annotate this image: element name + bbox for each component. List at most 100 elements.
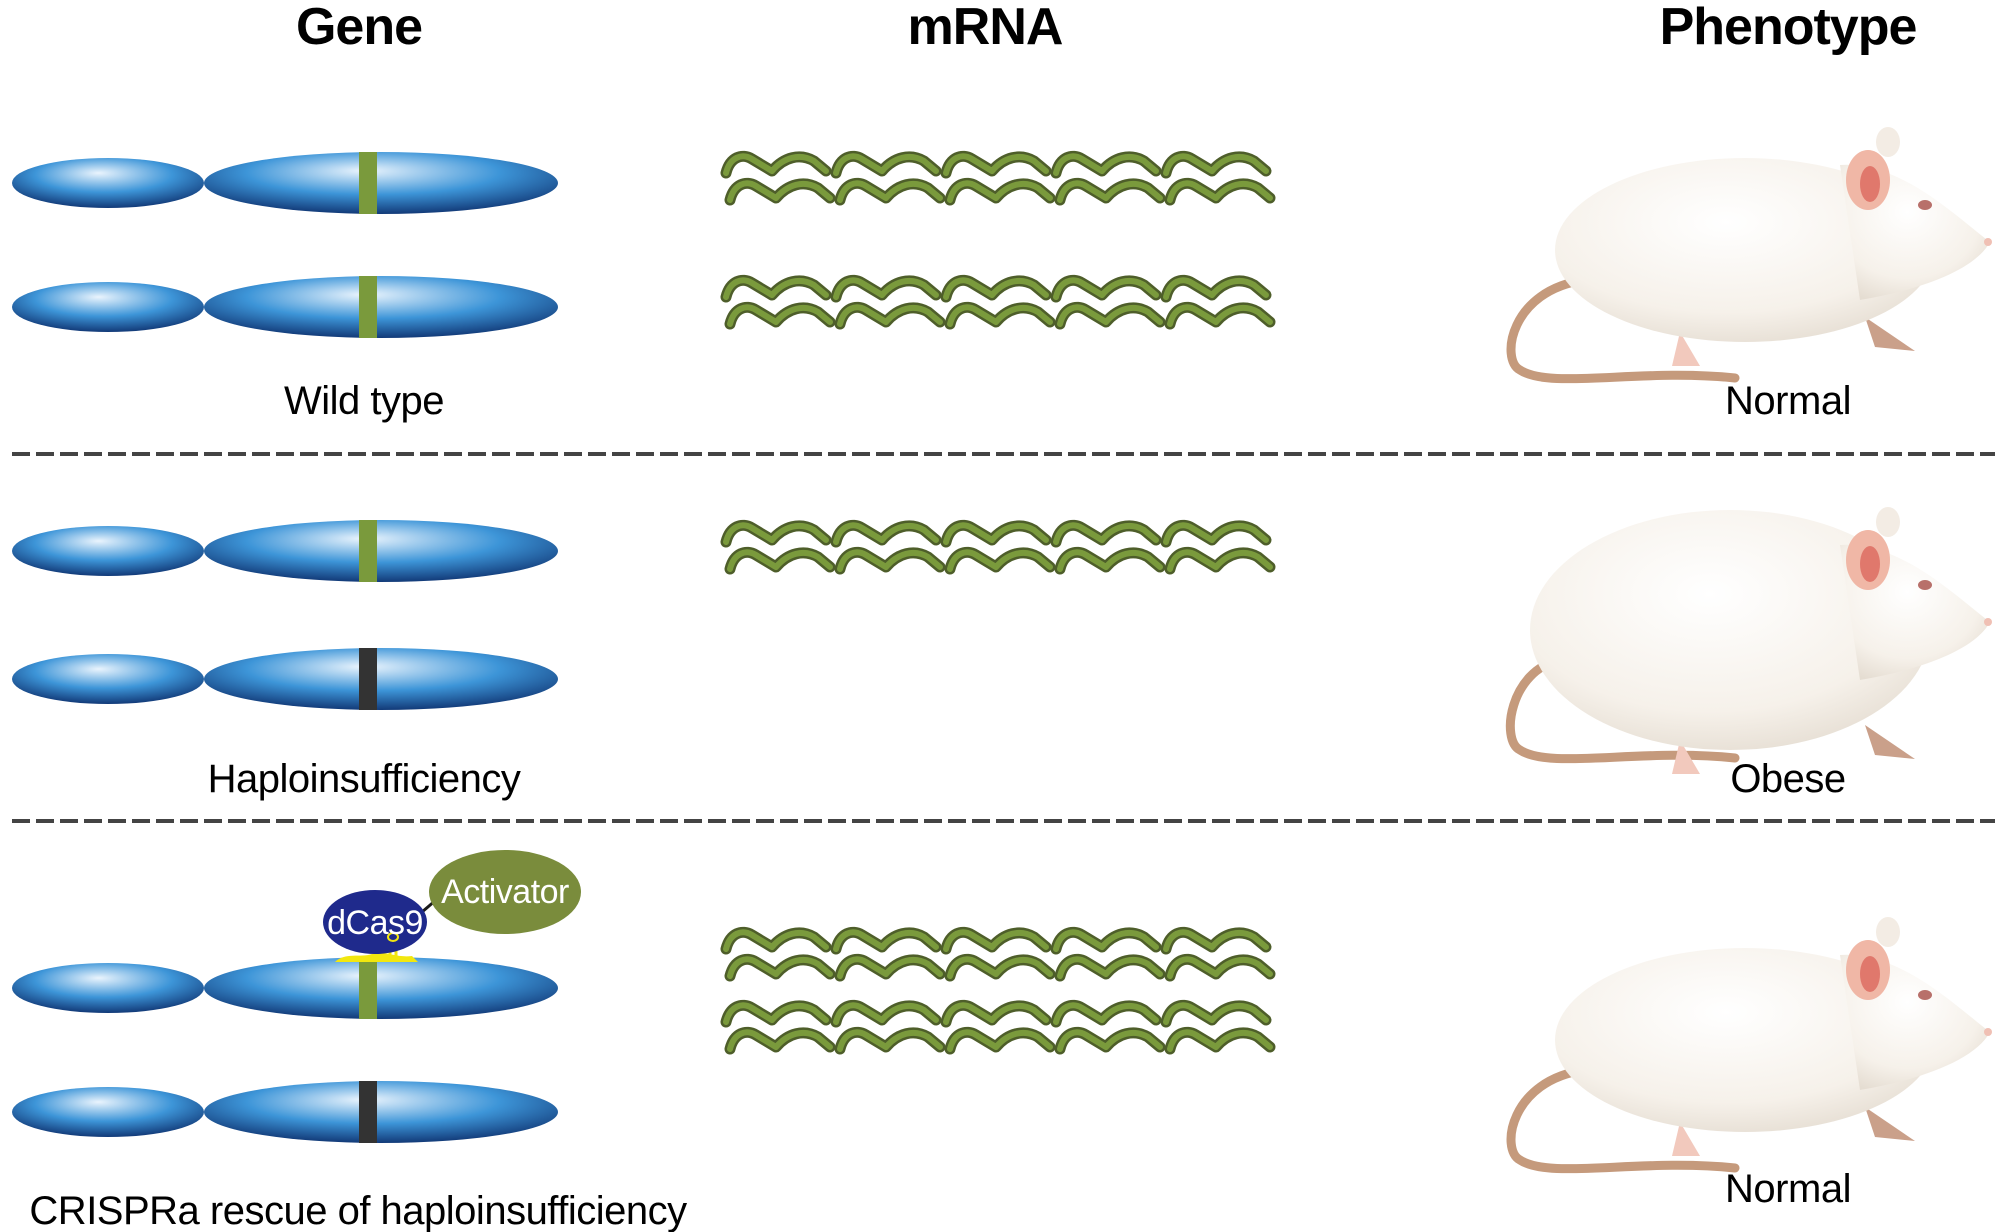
- mrna-transcript: [1170, 959, 1270, 976]
- gene-band: [359, 152, 377, 214]
- mrna-transcript: [950, 552, 1050, 569]
- mrna-transcript: [1166, 280, 1266, 297]
- mrna-transcript: [1060, 1032, 1160, 1049]
- mrna-transcript: [946, 932, 1046, 949]
- dcas9-protein: [323, 890, 427, 954]
- mrna-transcript: [836, 932, 936, 949]
- mrna-transcript: [1166, 932, 1266, 949]
- mrna-transcript: [840, 959, 940, 976]
- chromosome-long-arm: [204, 648, 558, 710]
- header-gene: Gene: [296, 0, 422, 56]
- mouse-inner-ear: [1860, 166, 1880, 202]
- mrna-transcript: [840, 552, 940, 569]
- mrna-transcript: [726, 280, 826, 297]
- mrna-transcript: [1056, 525, 1156, 542]
- mouse-inner-ear: [1860, 956, 1880, 992]
- mouse-inner-ear: [1860, 546, 1880, 582]
- mrna-transcript: [1056, 280, 1156, 297]
- mouse-hind-foot: [1672, 332, 1700, 366]
- guide-rna-icon: [335, 952, 418, 962]
- mrna-transcript: [730, 183, 830, 200]
- mrna-transcript: [726, 932, 826, 949]
- chromosome: [12, 520, 558, 582]
- mrna-transcript: [1060, 183, 1160, 200]
- chromosome-short-arm: [12, 158, 204, 208]
- mrna-transcript: [726, 525, 826, 542]
- mrna-transcript: [1166, 1005, 1266, 1022]
- mrna-transcript: [836, 525, 936, 542]
- mrna-transcript: [1056, 1005, 1156, 1022]
- phenotype-label-wild-type: Normal: [1725, 379, 1851, 423]
- mrna-transcript: [1056, 932, 1156, 949]
- chromosome-long-arm: [204, 276, 558, 338]
- mouse-nose: [1984, 618, 1992, 626]
- chromosome: [12, 1081, 558, 1143]
- chromosome: [12, 152, 558, 214]
- mouse-eye: [1918, 580, 1932, 590]
- gene-band: [359, 520, 377, 582]
- mrna-transcript: [1170, 1032, 1270, 1049]
- mrna-transcript: [1166, 156, 1266, 173]
- mrna-transcript: [840, 183, 940, 200]
- mouse-fore-foot: [1865, 1107, 1915, 1141]
- mouse-hind-foot: [1672, 1122, 1700, 1156]
- chromosome: [12, 648, 558, 710]
- mrna-transcript: [840, 1032, 940, 1049]
- phenotype-label-haploinsufficiency: Obese: [1730, 757, 1845, 801]
- mrna-transcript: [950, 1032, 1050, 1049]
- mouse-nose: [1984, 1028, 1992, 1036]
- mrna-transcript: [946, 1005, 1046, 1022]
- mrna-transcript: [950, 307, 1050, 324]
- mrna-transcript: [836, 280, 936, 297]
- mouse-tail: [1506, 1065, 1740, 1174]
- activator-label: Activator: [441, 873, 569, 911]
- chromosome-short-arm: [12, 282, 204, 332]
- gene-band: [359, 957, 377, 1019]
- phenotype-label-crispra-rescue: Normal: [1725, 1167, 1851, 1211]
- mouse-fore-foot: [1865, 317, 1915, 351]
- mouse-normal: [1506, 127, 1992, 384]
- mrna-transcript: [1170, 552, 1270, 569]
- mouse-tail: [1506, 275, 1740, 384]
- genotype-label-wild-type: Wild type: [284, 379, 444, 423]
- dcas9-label: dCas9: [327, 904, 423, 942]
- header-mrna: mRNA: [908, 0, 1063, 56]
- mouse-fore-foot: [1865, 725, 1915, 759]
- mrna-transcript: [1170, 307, 1270, 324]
- chromosome-short-arm: [12, 654, 204, 704]
- null-allele-band: [359, 648, 377, 710]
- null-allele-band: [359, 1081, 377, 1143]
- chromosome: [12, 276, 558, 338]
- mouse-body: [1530, 510, 1930, 750]
- mrna-transcript: [950, 959, 1050, 976]
- mrna-transcript: [950, 183, 1050, 200]
- mrna-transcript: [726, 1005, 826, 1022]
- mrna-transcript: [946, 280, 1046, 297]
- row-wild-type: [12, 127, 1992, 384]
- crispra-complex: dCas9 Activator: [323, 850, 581, 962]
- mrna-transcript: [726, 156, 826, 173]
- mrna-transcript: [1060, 307, 1160, 324]
- mrna-transcript: [1056, 156, 1156, 173]
- mouse-eye: [1918, 200, 1932, 210]
- genotype-label-crispra-rescue: CRISPRa rescue of haploinsufficiency: [29, 1189, 687, 1232]
- chromosome: [12, 957, 558, 1019]
- mouse-tail: [1505, 655, 1740, 764]
- chromosome-long-arm: [204, 957, 558, 1019]
- chromosome-short-arm: [12, 526, 204, 576]
- mrna-transcript: [730, 959, 830, 976]
- genotype-label-haploinsufficiency: Haploinsufficiency: [208, 757, 521, 801]
- mrna-transcript: [946, 156, 1046, 173]
- chromosome-short-arm: [12, 963, 204, 1013]
- header-phenotype: Phenotype: [1660, 0, 1917, 56]
- mrna-transcript: [730, 1032, 830, 1049]
- mrna-transcript: [840, 307, 940, 324]
- chromosome-long-arm: [204, 152, 558, 214]
- mouse-body: [1555, 948, 1935, 1132]
- mrna-transcript: [1060, 959, 1160, 976]
- mrna-transcript: [1060, 552, 1160, 569]
- rows-layer: [12, 127, 1992, 1174]
- mrna-transcript: [1170, 183, 1270, 200]
- mouse-obese: [1505, 507, 1992, 774]
